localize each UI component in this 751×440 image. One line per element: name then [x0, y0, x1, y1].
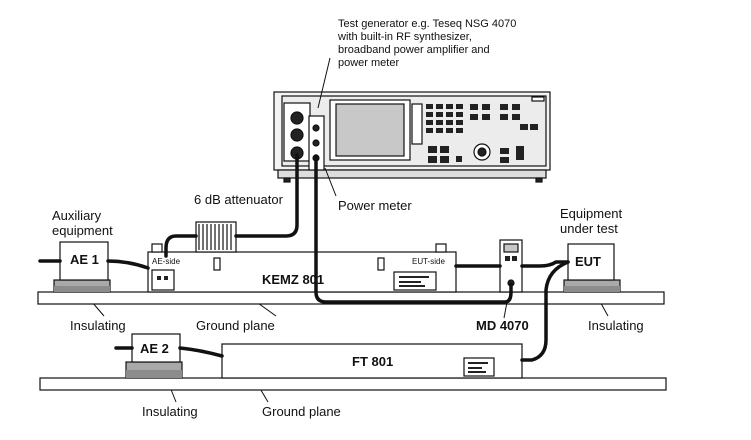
attenuator-label: 6 dB attenuator [194, 192, 283, 207]
insulator-lower [125, 361, 183, 379]
insulating-label-bottom: Insulating [142, 404, 198, 419]
ae1-box [59, 241, 109, 281]
ae2-box [131, 333, 181, 363]
generator-screen [335, 103, 405, 157]
insulator-left-upper [53, 279, 111, 293]
auxiliary-equipment-label: Auxiliary equipment [52, 208, 113, 238]
kemz801-clamp [147, 243, 457, 293]
ae1-label: AE 1 [70, 252, 99, 267]
cables [38, 153, 570, 362]
ground-plane-label-upper: Ground plane [196, 318, 275, 333]
ft801-label: FT 801 [352, 354, 394, 369]
ground-plane-label-lower: Ground plane [262, 404, 341, 419]
generator-description: Test generator e.g. Teseq NSG 4070 with … [338, 18, 517, 69]
eut-label: EUT [575, 254, 601, 269]
md4070-label: MD 4070 [476, 318, 529, 333]
ground-plane-lower [39, 377, 667, 391]
insulating-label-right: Insulating [588, 318, 644, 333]
insulating-label-left: Insulating [70, 318, 126, 333]
insulator-right-upper [563, 279, 621, 293]
attenuator-6db [195, 221, 237, 253]
md4070-device [499, 239, 523, 293]
generator-keypad [426, 104, 538, 163]
kemz801-label: KEMZ 801 [262, 272, 325, 287]
eut-side-label: EUT-side [412, 257, 445, 266]
test-generator-instrument [273, 91, 551, 183]
power-meter-label: Power meter [338, 198, 412, 213]
ae-side-label: AE-side [152, 257, 181, 266]
equipment-under-test-label: Equipment under test [560, 206, 623, 236]
ae2-label: AE 2 [140, 341, 169, 356]
